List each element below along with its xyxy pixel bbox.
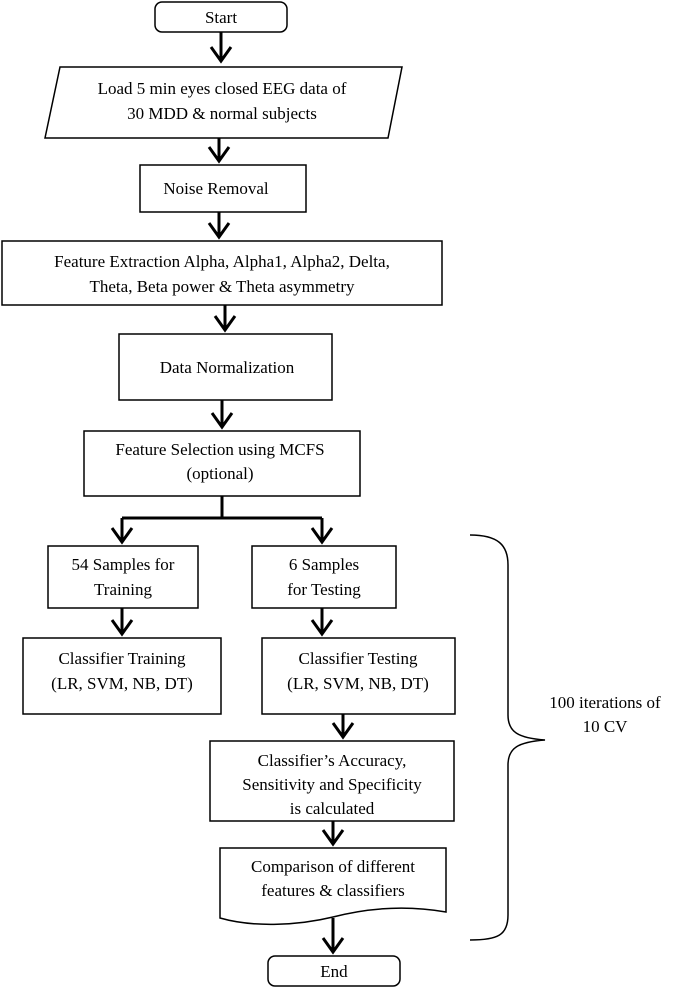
- feature-extraction-line-1: Feature Extraction Alpha, Alpha1, Alpha2…: [54, 252, 390, 271]
- classifier-testing-node: Classifier Testing (LR, SVM, NB, DT): [261, 637, 456, 715]
- arrow-noise-to-extraction: [207, 212, 231, 240]
- classifier-testing-line-1: Classifier Testing: [299, 649, 418, 668]
- arrow-selection-split: [110, 496, 334, 545]
- training-samples-line-1: 54 Samples for: [72, 555, 175, 574]
- classifier-testing-line-2: (LR, SVM, NB, DT): [287, 674, 429, 693]
- arrow-start-to-load: [209, 32, 233, 64]
- data-normalization-node: Data Normalization: [118, 333, 333, 401]
- end-label: End: [320, 962, 348, 981]
- data-normalization-label: Data Normalization: [160, 358, 295, 377]
- iterations-label-line-1: 100 iterations of: [549, 693, 661, 712]
- feature-selection-node: Feature Selection using MCFS (optional): [83, 430, 361, 497]
- iterations-label: 100 iterations of 10 CV: [549, 693, 661, 736]
- training-samples-line-2: Training: [94, 580, 152, 599]
- feature-extraction-node: Feature Extraction Alpha, Alpha1, Alpha2…: [1, 240, 443, 306]
- metrics-node: Classifier’s Accuracy, Sensitivity and S…: [209, 740, 455, 822]
- training-samples-node: 54 Samples for Training: [47, 545, 199, 609]
- classifier-training-node: Classifier Training (LR, SVM, NB, DT): [22, 637, 222, 715]
- start-label: Start: [205, 8, 237, 27]
- feature-selection-line-1: Feature Selection using MCFS: [115, 440, 324, 459]
- testing-samples-line-1: 6 Samples: [289, 555, 359, 574]
- arrow-training-samples-to-classifier: [110, 608, 134, 637]
- feature-extraction-line-2: Theta, Beta power & Theta asymmetry: [90, 277, 355, 296]
- load-data-line-2: 30 MDD & normal subjects: [127, 104, 317, 123]
- comparison-line-1: Comparison of different: [251, 857, 415, 876]
- classifier-training-line-2: (LR, SVM, NB, DT): [51, 674, 193, 693]
- arrow-metrics-to-comparison: [321, 821, 345, 847]
- testing-samples-node: 6 Samples for Testing: [251, 545, 397, 609]
- noise-removal-label: Noise Removal: [163, 179, 269, 198]
- start-node: Start: [154, 1, 288, 33]
- iterations-brace: [469, 534, 546, 941]
- end-node: End: [267, 955, 401, 987]
- comparison-node: Comparison of different features & class…: [219, 847, 447, 926]
- feature-selection-line-2: (optional): [186, 464, 253, 483]
- comparison-line-2: features & classifiers: [261, 881, 405, 900]
- metrics-line-2: Sensitivity and Specificity: [242, 775, 422, 794]
- iterations-label-line-2: 10 CV: [583, 717, 629, 736]
- metrics-line-1: Classifier’s Accuracy,: [258, 751, 407, 770]
- load-data-node: Load 5 min eyes closed EEG data of 30 MD…: [44, 66, 403, 139]
- arrow-normalization-to-selection: [210, 400, 234, 430]
- arrow-load-to-noise: [207, 138, 231, 164]
- noise-removal-node: Noise Removal: [139, 164, 307, 213]
- arrow-extraction-to-normalization: [213, 305, 237, 333]
- classifier-training-line-1: Classifier Training: [58, 649, 186, 668]
- arrow-comparison-to-end: [321, 918, 345, 955]
- load-data-line-1: Load 5 min eyes closed EEG data of: [98, 79, 347, 98]
- testing-samples-line-2: for Testing: [287, 580, 361, 599]
- arrow-testing-samples-to-classifier: [310, 608, 334, 637]
- arrow-testing-to-metrics: [331, 714, 355, 740]
- metrics-line-3: is calculated: [290, 799, 375, 818]
